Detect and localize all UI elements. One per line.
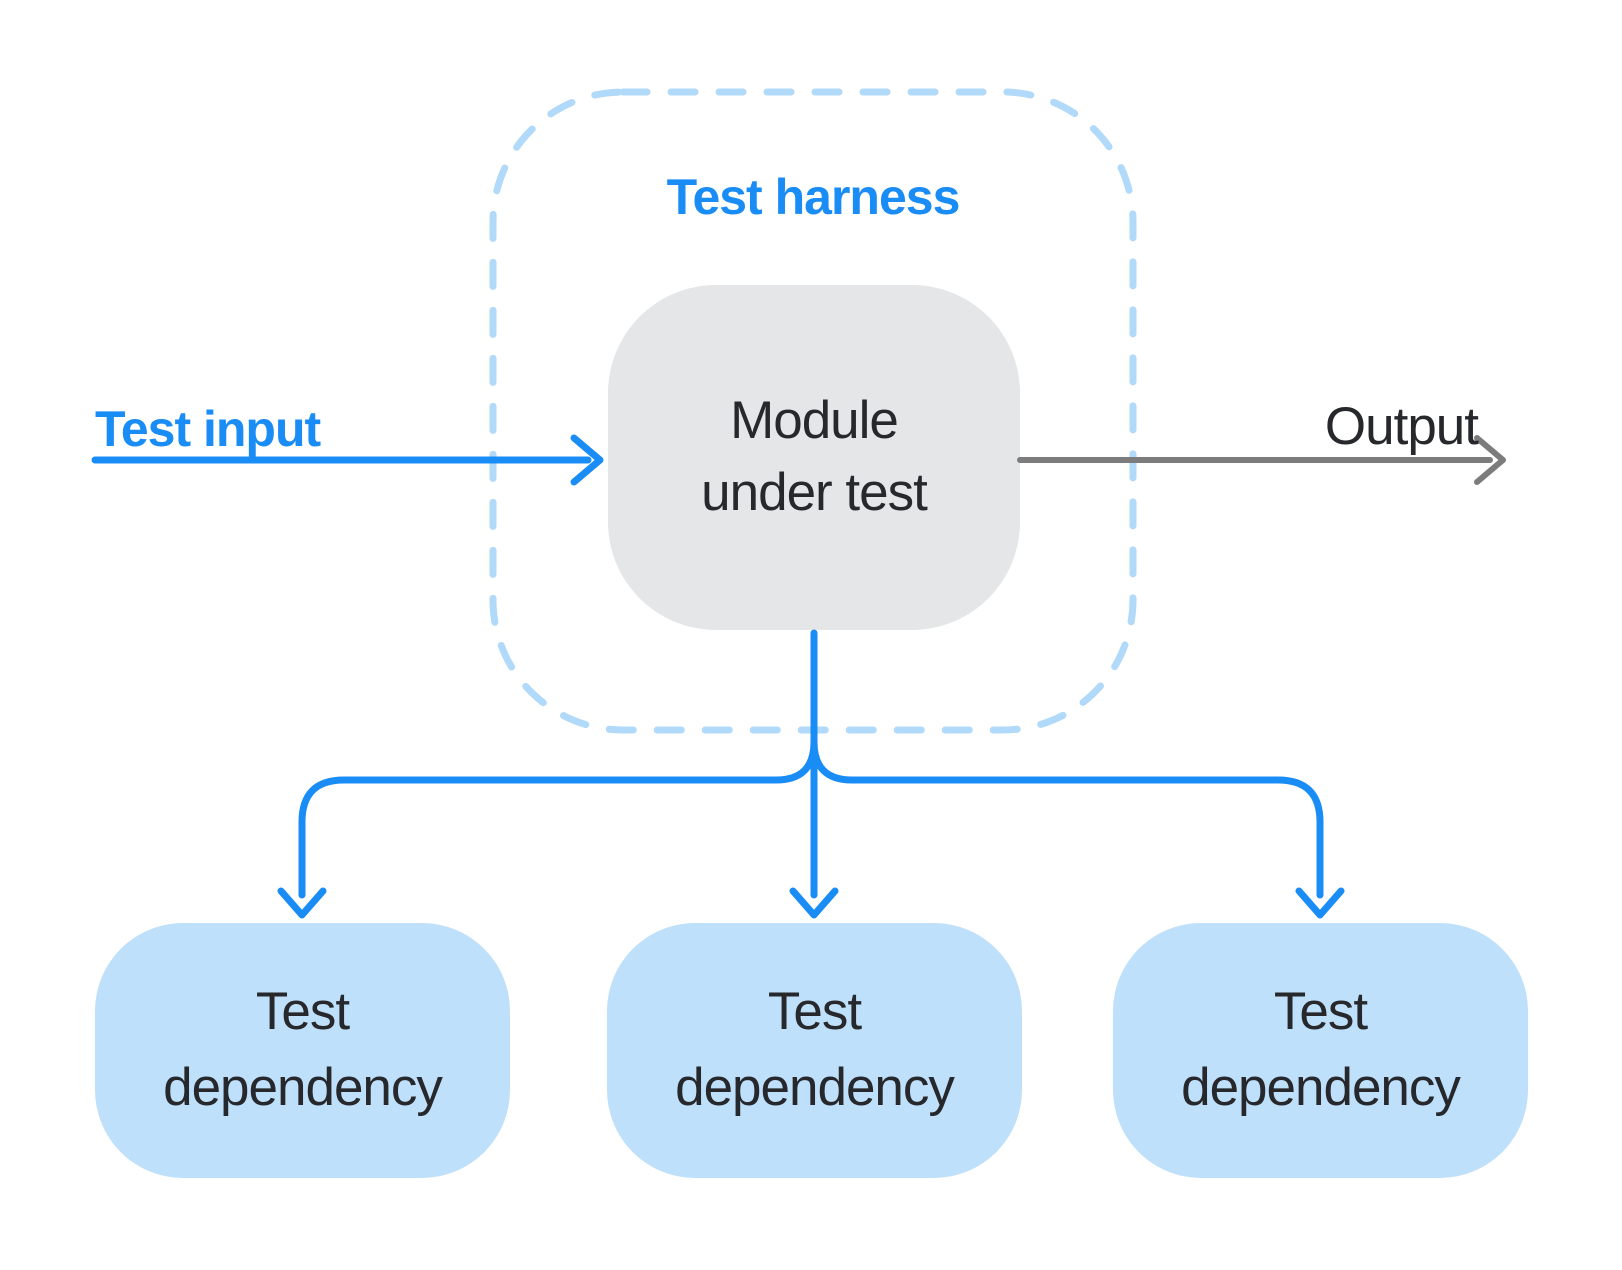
module-under-test-label: Module under test bbox=[701, 391, 928, 522]
branch-arrowhead-left bbox=[277, 887, 327, 919]
branch-arrowhead-right bbox=[1295, 887, 1345, 919]
output-label: Output bbox=[1324, 397, 1479, 456]
test-dependency-box-3 bbox=[1113, 923, 1528, 1178]
test-input-label: Test input bbox=[95, 401, 321, 457]
branch-arrow-right-shaft bbox=[810, 738, 1324, 899]
branch-arrowhead-center bbox=[789, 887, 839, 919]
output-arrowhead bbox=[1474, 435, 1506, 485]
test-dependency-label-2: Test dependency bbox=[675, 982, 955, 1117]
test-dependency-box-2 bbox=[607, 923, 1022, 1178]
test-dependency-label-1: Test dependency bbox=[163, 982, 443, 1117]
branch-arrow-left-shaft bbox=[298, 738, 818, 899]
test-dependency-box-1 bbox=[95, 923, 510, 1178]
test-dependency-label-3: Test dependency bbox=[1181, 982, 1461, 1117]
test-input-arrowhead bbox=[570, 434, 604, 486]
test-harness-label: Test harness bbox=[666, 169, 961, 225]
module-under-test-box bbox=[608, 285, 1020, 630]
